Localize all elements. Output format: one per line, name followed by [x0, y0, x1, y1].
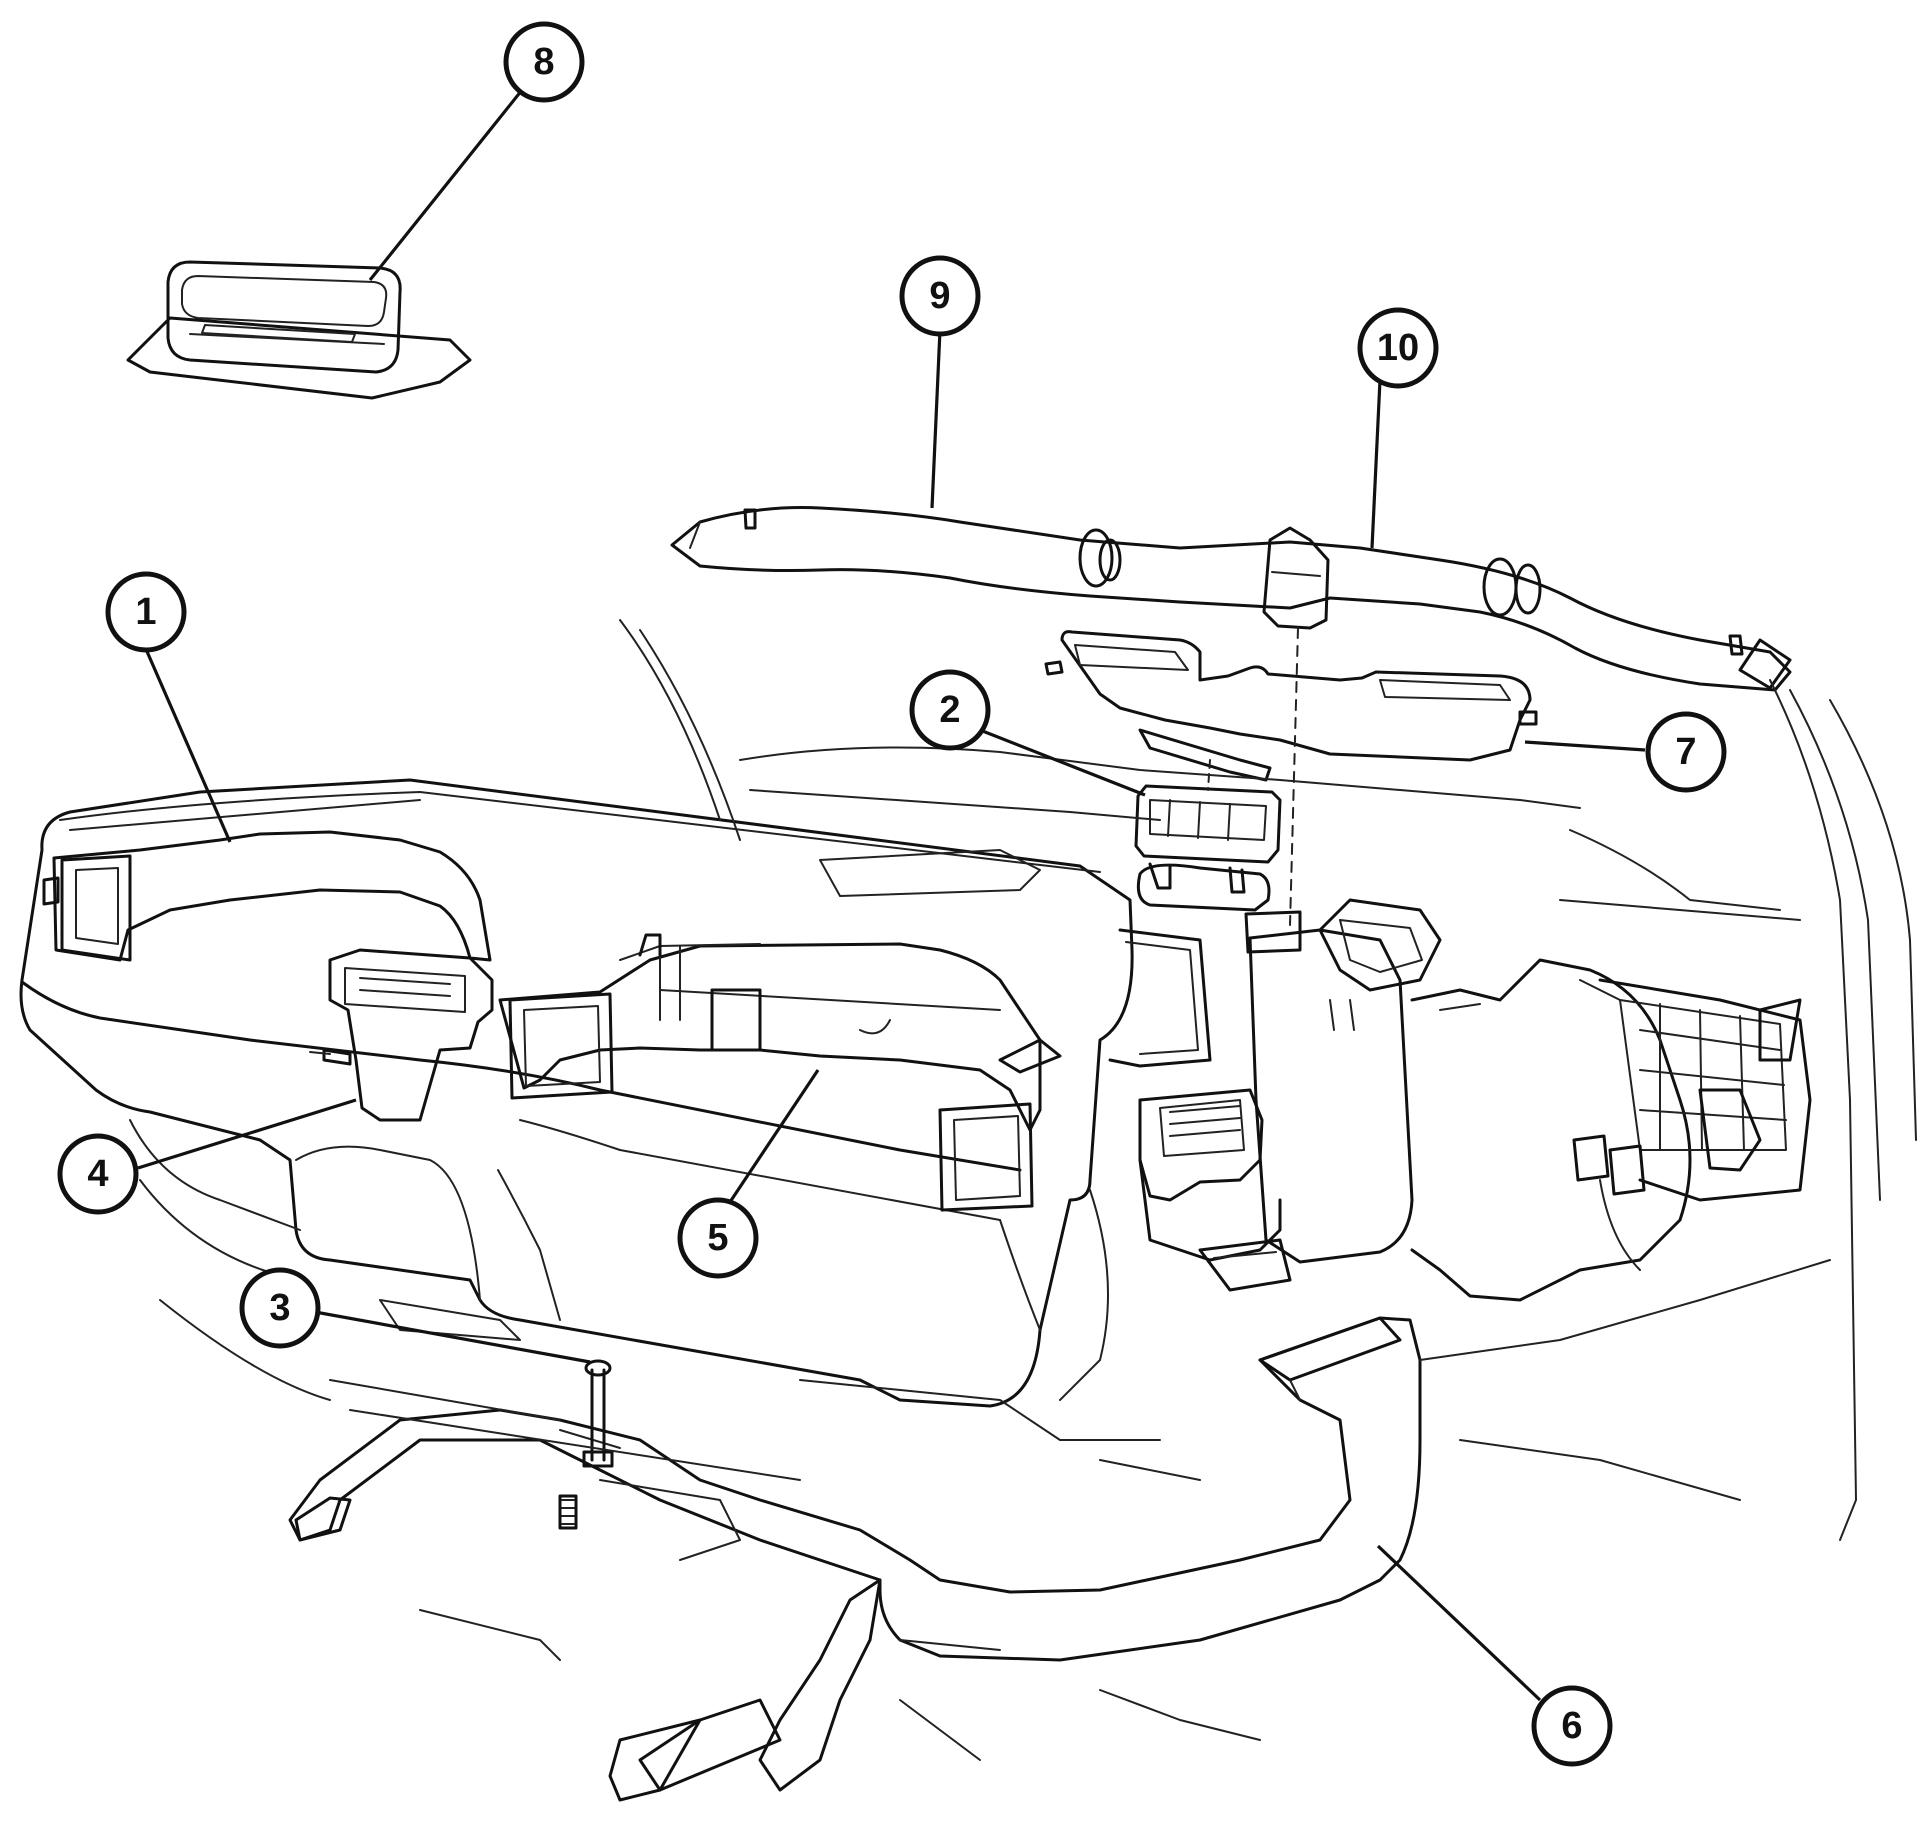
center-duct-part-5	[498, 933, 1062, 1212]
callout-label-6: 6	[1561, 1705, 1582, 1747]
leader-4	[137, 1098, 357, 1170]
leader-5	[724, 1069, 820, 1209]
left-center-outlet-part-4	[309, 948, 494, 1122]
callout-10: 10	[1357, 307, 1439, 389]
callout-5: 5	[677, 1197, 759, 1279]
leader-2	[979, 728, 1146, 797]
callout-label-2: 2	[939, 689, 960, 731]
callout-6: 6	[1531, 1685, 1613, 1767]
callout-label-9: 9	[929, 275, 950, 317]
leader-9	[930, 329, 942, 509]
center-outlet-part-2	[1134, 784, 1282, 912]
callout-label-10: 10	[1377, 327, 1419, 369]
leader-10	[1370, 379, 1382, 549]
leader-3	[303, 1308, 591, 1364]
callout-2: 2	[909, 669, 991, 751]
vehicle-body-outline	[139, 619, 1917, 1761]
callout-8: 8	[503, 21, 585, 103]
callout-label-4: 4	[87, 1153, 108, 1195]
callout-1: 1	[105, 571, 187, 653]
left-panel-duct-part-1	[42, 830, 492, 962]
fastener-part-3	[558, 1359, 614, 1530]
leader-1	[140, 639, 232, 843]
duct-adapter-part-8	[126, 260, 472, 400]
leader-lines	[137, 79, 1646, 1702]
defroster-duct-part-9-10	[670, 506, 1792, 692]
callout-label-3: 3	[269, 1287, 290, 1329]
callout-7: 7	[1645, 711, 1727, 793]
callout-9: 9	[899, 255, 981, 337]
leader-7	[1524, 740, 1646, 752]
instrument-panel-body	[19, 778, 1212, 1408]
callout-label-7: 7	[1675, 731, 1696, 773]
callout-label-1: 1	[135, 591, 156, 633]
assembly-guide-2	[1207, 759, 1211, 791]
callout-label-5: 5	[707, 1217, 728, 1259]
callout-4: 4	[57, 1133, 139, 1215]
callout-3: 3	[239, 1267, 321, 1349]
leader-6	[1376, 1544, 1542, 1702]
defroster-outlet-part-7	[1044, 630, 1538, 782]
leader-8	[368, 79, 532, 281]
callouts: 8 9 10 1 2 7 4 5	[57, 21, 1727, 1767]
callout-label-8: 8	[533, 41, 554, 83]
floor-duct-part-6	[288, 1316, 1422, 1802]
assembly-guide-10	[1289, 627, 1299, 926]
hvac-module-housing	[1138, 898, 1812, 1302]
